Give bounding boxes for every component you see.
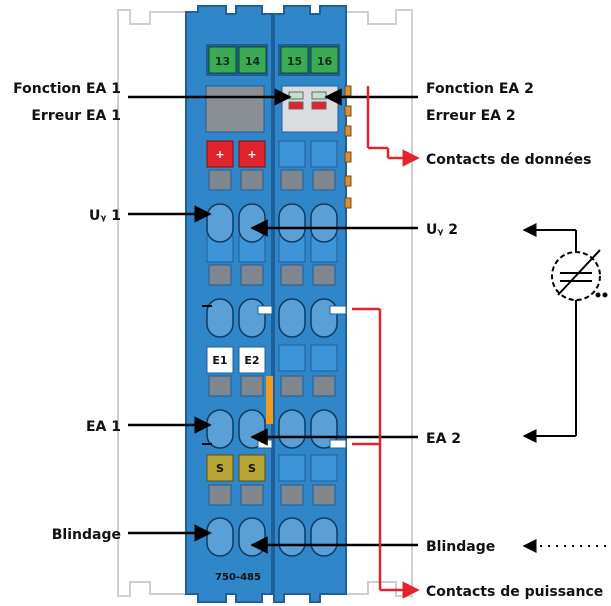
label-uv2: Uᵧ 2 — [426, 222, 458, 238]
e2-terminal — [238, 346, 266, 374]
label-blindage-left: Blindage — [52, 527, 121, 543]
label-uv1: Uᵧ 1 — [89, 208, 121, 224]
label-blindage-right: Blindage — [426, 539, 495, 555]
label-fonction-ea1: Fonction EA 1 — [13, 81, 121, 97]
orange-bar — [266, 376, 273, 424]
terminal-16-label: 16 — [317, 55, 333, 68]
led-function-ea1 — [288, 91, 304, 100]
terminal-14 — [238, 46, 267, 74]
data-contacts-bracket — [366, 86, 420, 167]
sensor-loop — [522, 223, 606, 553]
plus-left-label: + — [215, 148, 224, 161]
s-left-label: S — [216, 462, 224, 475]
plus-terminal-left — [206, 140, 234, 168]
e1-label: E1 — [212, 354, 227, 367]
label-fonction-ea2: Fonction EA 2 — [426, 81, 534, 97]
led-function-ea2 — [311, 91, 327, 100]
terminal-13-label: 13 — [215, 55, 230, 68]
led-error-ea2 — [311, 101, 327, 110]
label-ea1: EA 1 — [86, 419, 121, 435]
terminal-15 — [280, 46, 309, 74]
part-number: 750-485 — [215, 572, 261, 583]
label-area — [205, 85, 265, 133]
callout-arrows-right — [250, 88, 418, 554]
label-ea2: EA 2 — [426, 431, 461, 447]
terminal-14-label: 14 — [245, 55, 261, 68]
led-error-ea1 — [288, 101, 304, 110]
label-erreur-ea2: Erreur EA 2 — [426, 108, 516, 124]
plus-terminal-right — [238, 140, 266, 168]
e2-label: E2 — [244, 354, 259, 367]
terminal-13 — [208, 46, 237, 74]
shield-terminal-right — [238, 454, 266, 482]
plus-right-label: + — [247, 148, 256, 161]
label-erreur-ea1: Erreur EA 1 — [31, 108, 121, 124]
sensor-icon — [551, 249, 608, 301]
shield-terminal-left — [206, 454, 234, 482]
label-contacts-donnees: Contacts de données — [426, 152, 591, 168]
terminal-16 — [310, 46, 339, 74]
power-contacts-bracket — [352, 307, 420, 599]
s-right-label: S — [248, 462, 256, 475]
callout-arrows-left — [128, 88, 292, 542]
led-window — [281, 85, 339, 133]
terminal-block: 13 14 15 16 — [206, 44, 340, 76]
e1-terminal — [206, 346, 234, 374]
grey-slots — [208, 169, 336, 506]
terminal-15-label: 15 — [287, 55, 302, 68]
label-contacts-puissance: Contacts de puissance — [426, 584, 603, 600]
